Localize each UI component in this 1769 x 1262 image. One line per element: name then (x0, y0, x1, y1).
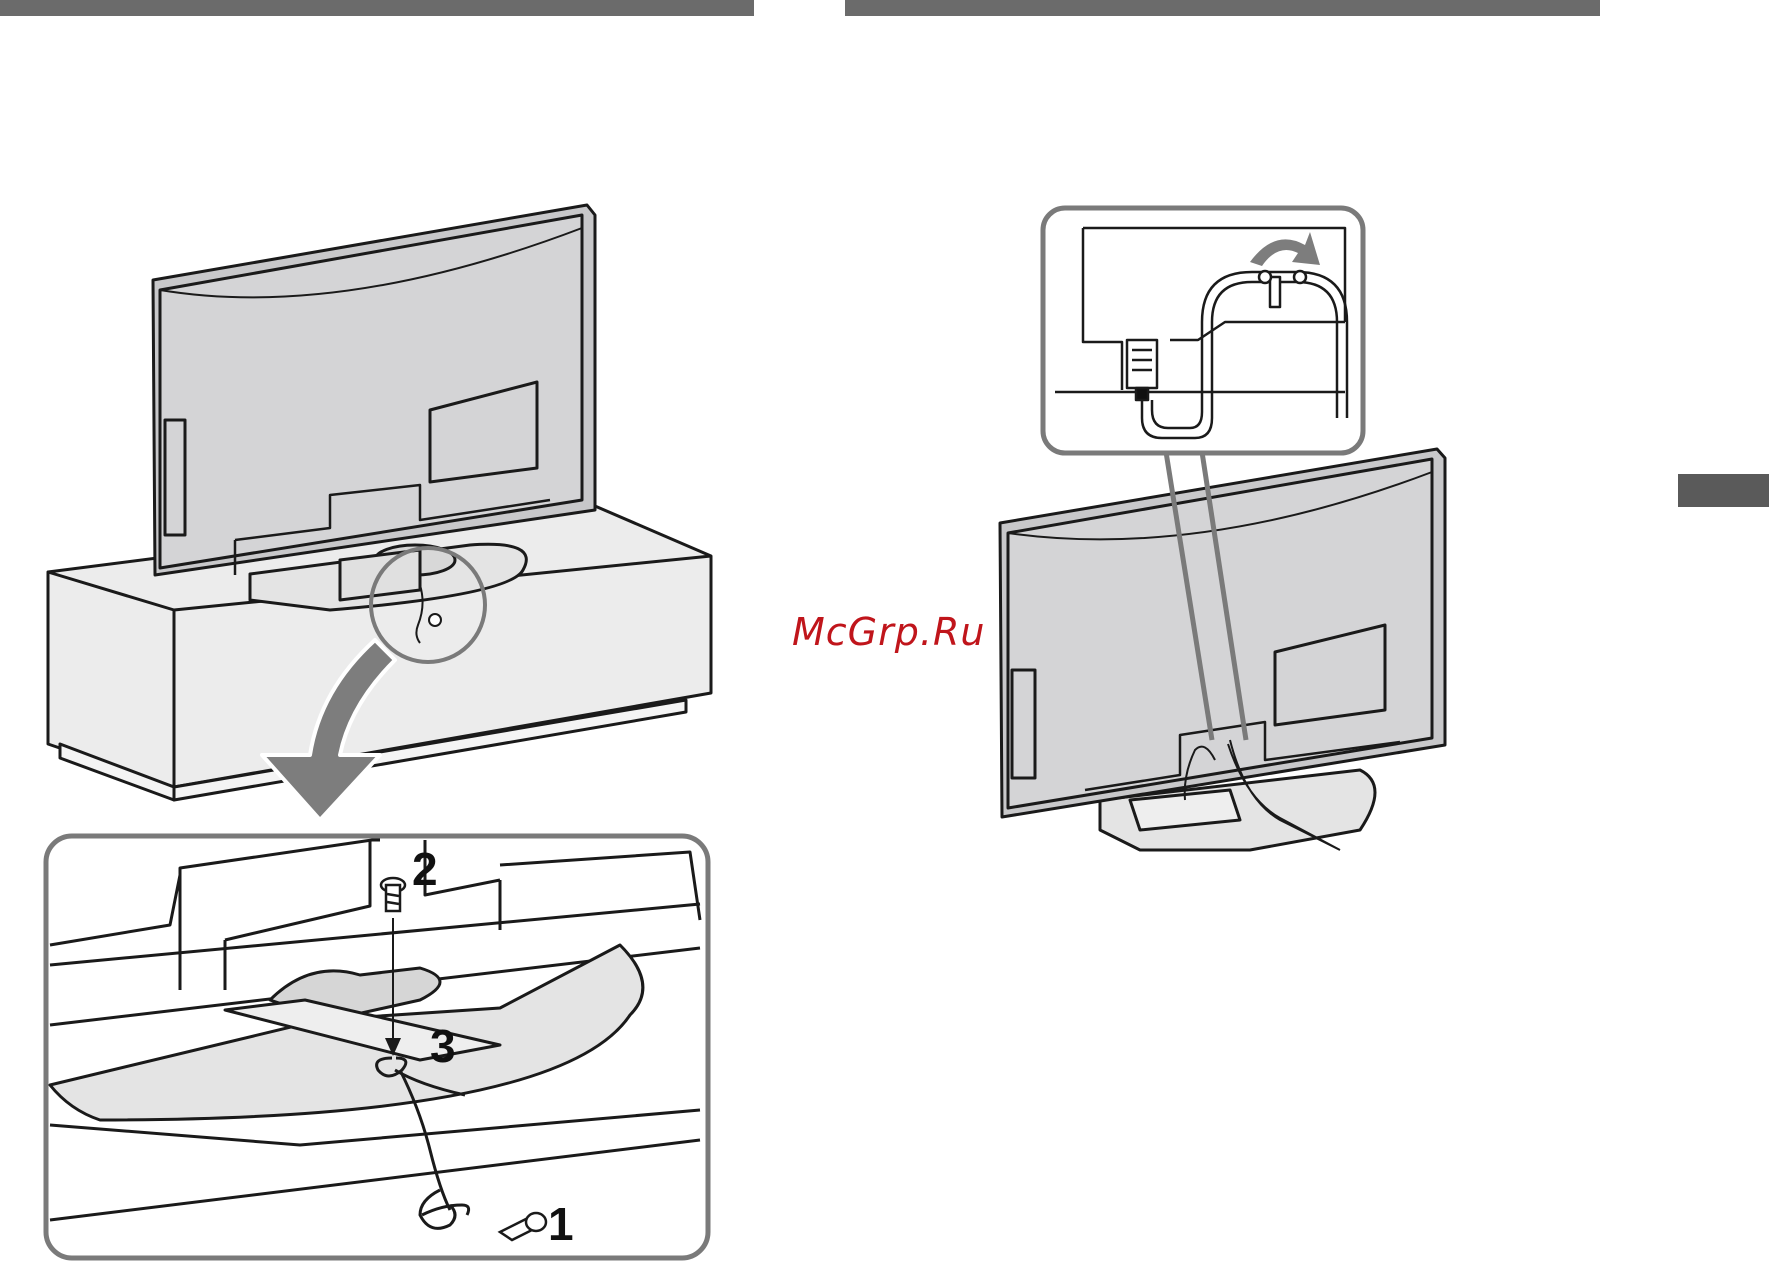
right-tv-illustration (1000, 449, 1445, 850)
left-tv-illustration (48, 205, 711, 820)
step-2-label: 2 (412, 843, 438, 895)
tv-set (153, 205, 595, 575)
step-3-label: 3 (430, 1020, 456, 1072)
right-zoom-callout (1043, 208, 1363, 453)
left-zoom-callout: 2 3 1 (46, 836, 708, 1258)
step-1-label: 1 (548, 1198, 574, 1250)
watermark: McGrp.Ru (792, 610, 985, 654)
